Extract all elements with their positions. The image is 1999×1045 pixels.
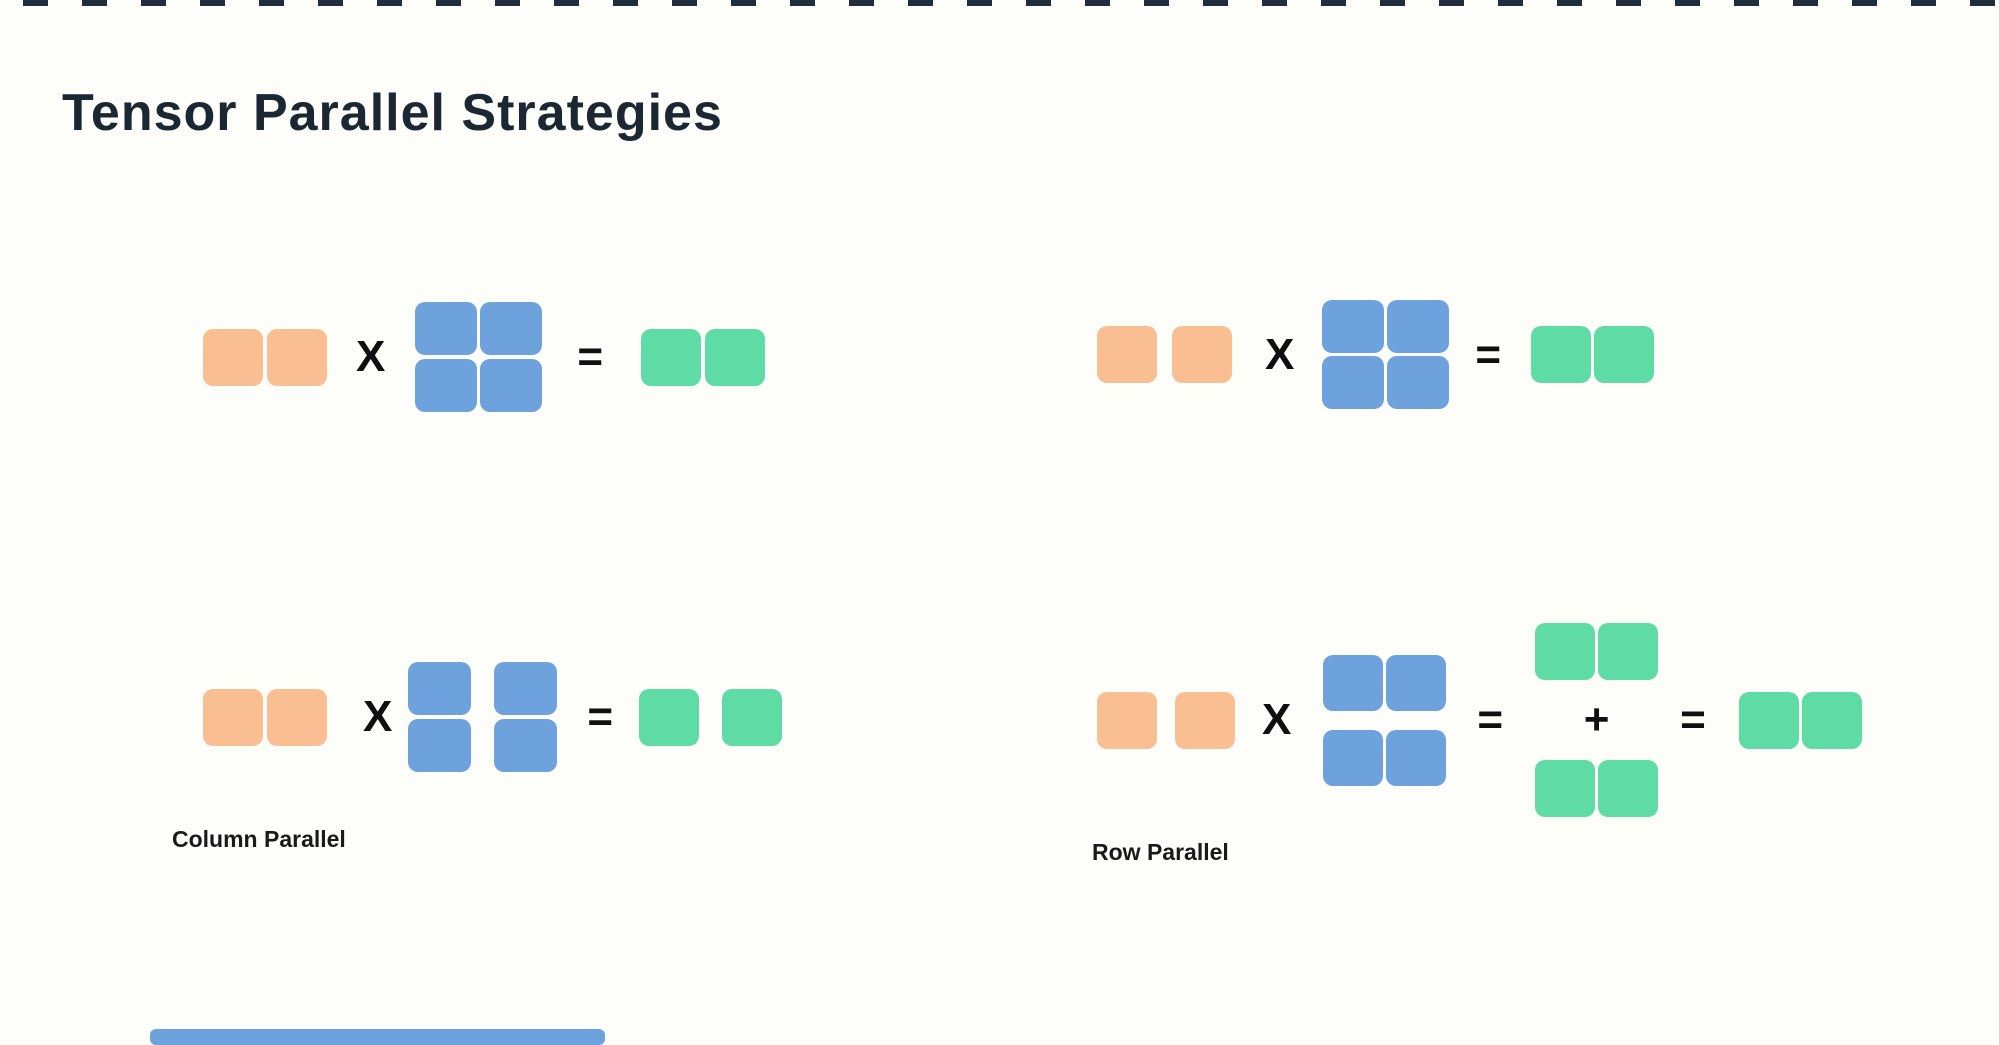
multiply-operator: X <box>356 332 386 381</box>
output-matrix <box>1531 326 1655 383</box>
weight-matrix <box>415 302 543 412</box>
weight-block <box>1386 729 1447 786</box>
output-block <box>1594 326 1655 383</box>
input-block <box>203 328 263 386</box>
output-block <box>1535 760 1596 817</box>
partial-sum-stack: + <box>1535 623 1659 817</box>
top-border-squares-strip <box>0 0 1999 6</box>
equation-column-parallel: X = <box>203 662 783 772</box>
output-block <box>1598 760 1659 817</box>
weight-block <box>1323 654 1384 711</box>
output-block <box>722 688 783 746</box>
output-block <box>639 688 700 746</box>
equation-top-right: X = <box>1097 300 1655 409</box>
output-block <box>1531 326 1592 383</box>
equals-operator: = <box>1475 329 1502 379</box>
output-block <box>1535 623 1596 680</box>
weight-block <box>408 662 472 715</box>
output-block <box>641 328 702 386</box>
equals-operator: = <box>587 692 614 741</box>
bottom-clipped-block <box>150 1029 605 1045</box>
weight-block <box>480 302 543 355</box>
output-matrix <box>1738 691 1862 749</box>
multiply-operator: X <box>1262 695 1292 744</box>
weight-block <box>1387 300 1450 353</box>
weight-block <box>494 662 558 715</box>
weight-block <box>415 359 478 412</box>
equals-operator: = <box>1680 695 1706 744</box>
input-block <box>267 328 327 386</box>
output-block <box>705 328 766 386</box>
output-matrix <box>641 328 766 386</box>
plus-zone: + <box>1584 680 1610 760</box>
partial-output-matrix <box>1535 760 1659 817</box>
equals-operator: = <box>577 332 604 381</box>
weight-block <box>1387 356 1450 409</box>
partial-output-matrix <box>1535 623 1659 680</box>
input-block <box>1172 326 1232 383</box>
page-title: Tensor Parallel Strategies <box>62 83 723 142</box>
input-block <box>1175 691 1235 749</box>
weight-matrix-column-split <box>408 662 558 772</box>
weight-block <box>1323 729 1384 786</box>
weight-block <box>1322 300 1385 353</box>
weight-block <box>480 359 543 412</box>
input-matrix <box>203 328 327 386</box>
multiply-operator: X <box>363 692 393 741</box>
input-block <box>203 688 263 746</box>
output-block <box>1598 623 1659 680</box>
input-block <box>1097 691 1157 749</box>
weight-block <box>1322 356 1385 409</box>
input-matrix <box>1097 326 1232 383</box>
weight-block <box>494 719 558 772</box>
equation-top-left: X = <box>203 302 766 412</box>
input-matrix <box>1097 691 1235 749</box>
input-block <box>267 688 327 746</box>
weight-matrix <box>1322 300 1450 409</box>
weight-block <box>1386 654 1447 711</box>
equation-row-parallel: X = + = <box>1097 623 1862 817</box>
multiply-operator: X <box>1265 329 1295 379</box>
weight-matrix-row-split <box>1323 654 1447 786</box>
output-matrix-split <box>639 688 783 746</box>
output-block <box>1738 691 1799 749</box>
weight-block <box>408 719 472 772</box>
output-block <box>1801 691 1862 749</box>
equals-operator: = <box>1477 695 1504 744</box>
input-block <box>1097 326 1157 383</box>
weight-block <box>415 302 478 355</box>
column-parallel-label: Column Parallel <box>172 826 346 852</box>
row-parallel-label: Row Parallel <box>1092 839 1229 865</box>
input-matrix <box>203 688 327 746</box>
plus-operator: + <box>1583 695 1610 744</box>
